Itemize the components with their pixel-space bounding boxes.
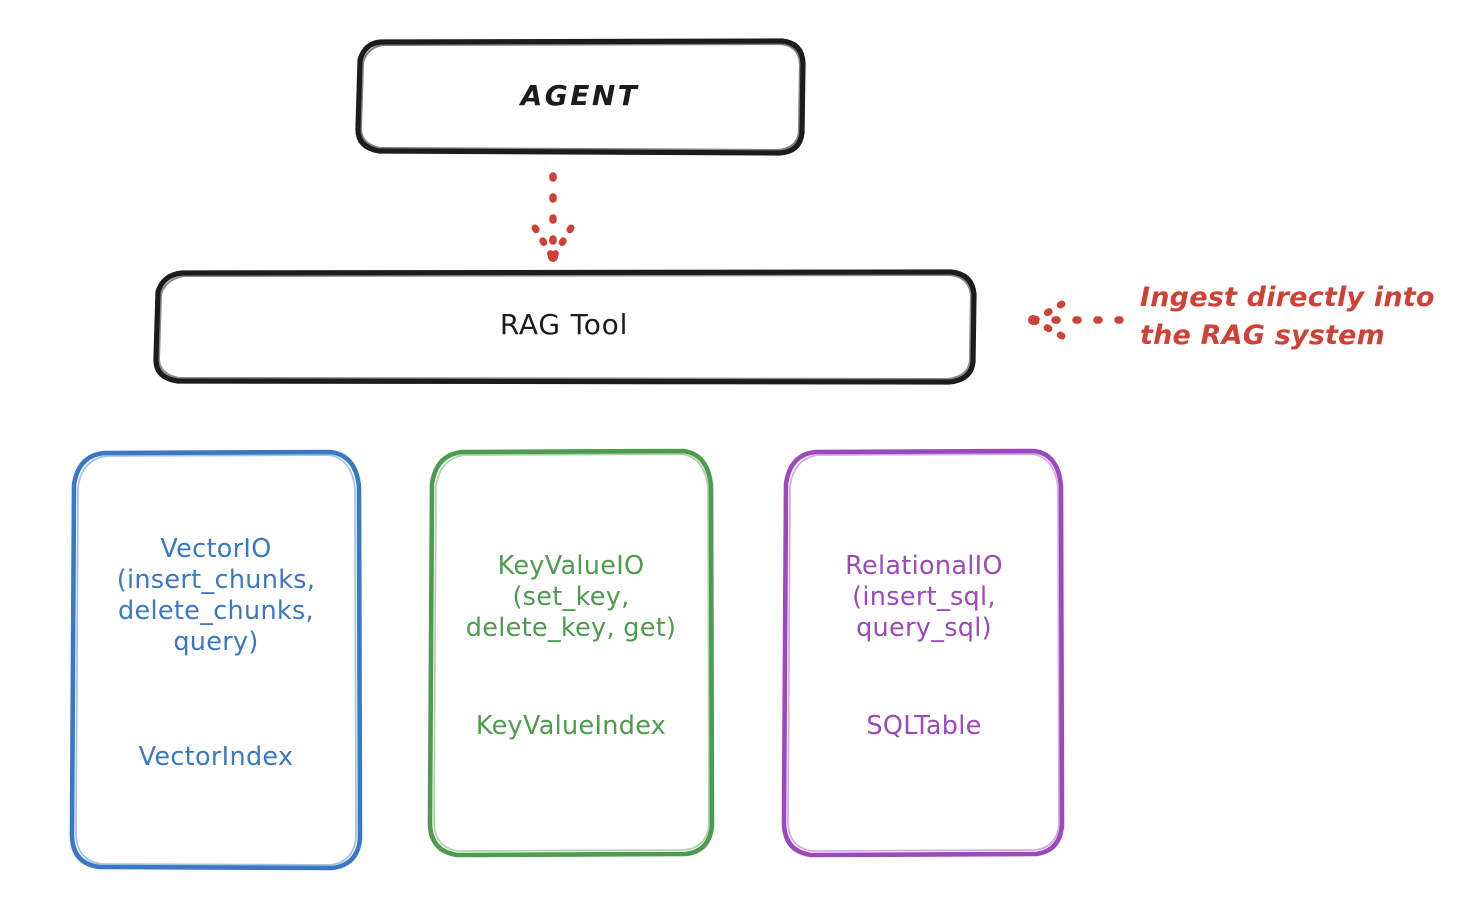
agent-box-outline-secondary — [359, 42, 802, 152]
relational-io-box[interactable] — [781, 448, 1065, 858]
agent-to-rag-tool-arrow — [531, 172, 575, 262]
vector-io-box-outline — [69, 449, 363, 871]
agent-box[interactable] — [355, 38, 806, 156]
agent-box-outline — [355, 38, 806, 156]
key-value-io-box-outline — [427, 448, 715, 858]
rag-tool-box-outline-secondary — [157, 273, 973, 381]
relational-io-box-outline-secondary — [787, 453, 1060, 852]
ingest-to-rag-tool-arrow — [1028, 300, 1124, 340]
key-value-io-box-outline-secondary — [433, 453, 710, 852]
agent-to-rag-tool-arrowhead-right — [550, 224, 575, 260]
key-value-io-box[interactable] — [427, 448, 715, 858]
rag-tool-box[interactable] — [153, 269, 977, 385]
ingest-arrow-tip — [1028, 315, 1038, 325]
vector-io-box-outline-secondary — [75, 454, 357, 866]
vector-io-box[interactable] — [69, 449, 363, 871]
relational-io-box-outline — [781, 448, 1065, 858]
ingest-arrowhead-top — [1031, 300, 1066, 324]
agent-to-rag-tool-arrow-tip — [548, 252, 558, 262]
ingest-arrowhead-bottom — [1031, 317, 1066, 340]
agent-to-rag-tool-arrowhead-left — [531, 224, 556, 260]
rag-tool-box-outline — [153, 269, 977, 385]
